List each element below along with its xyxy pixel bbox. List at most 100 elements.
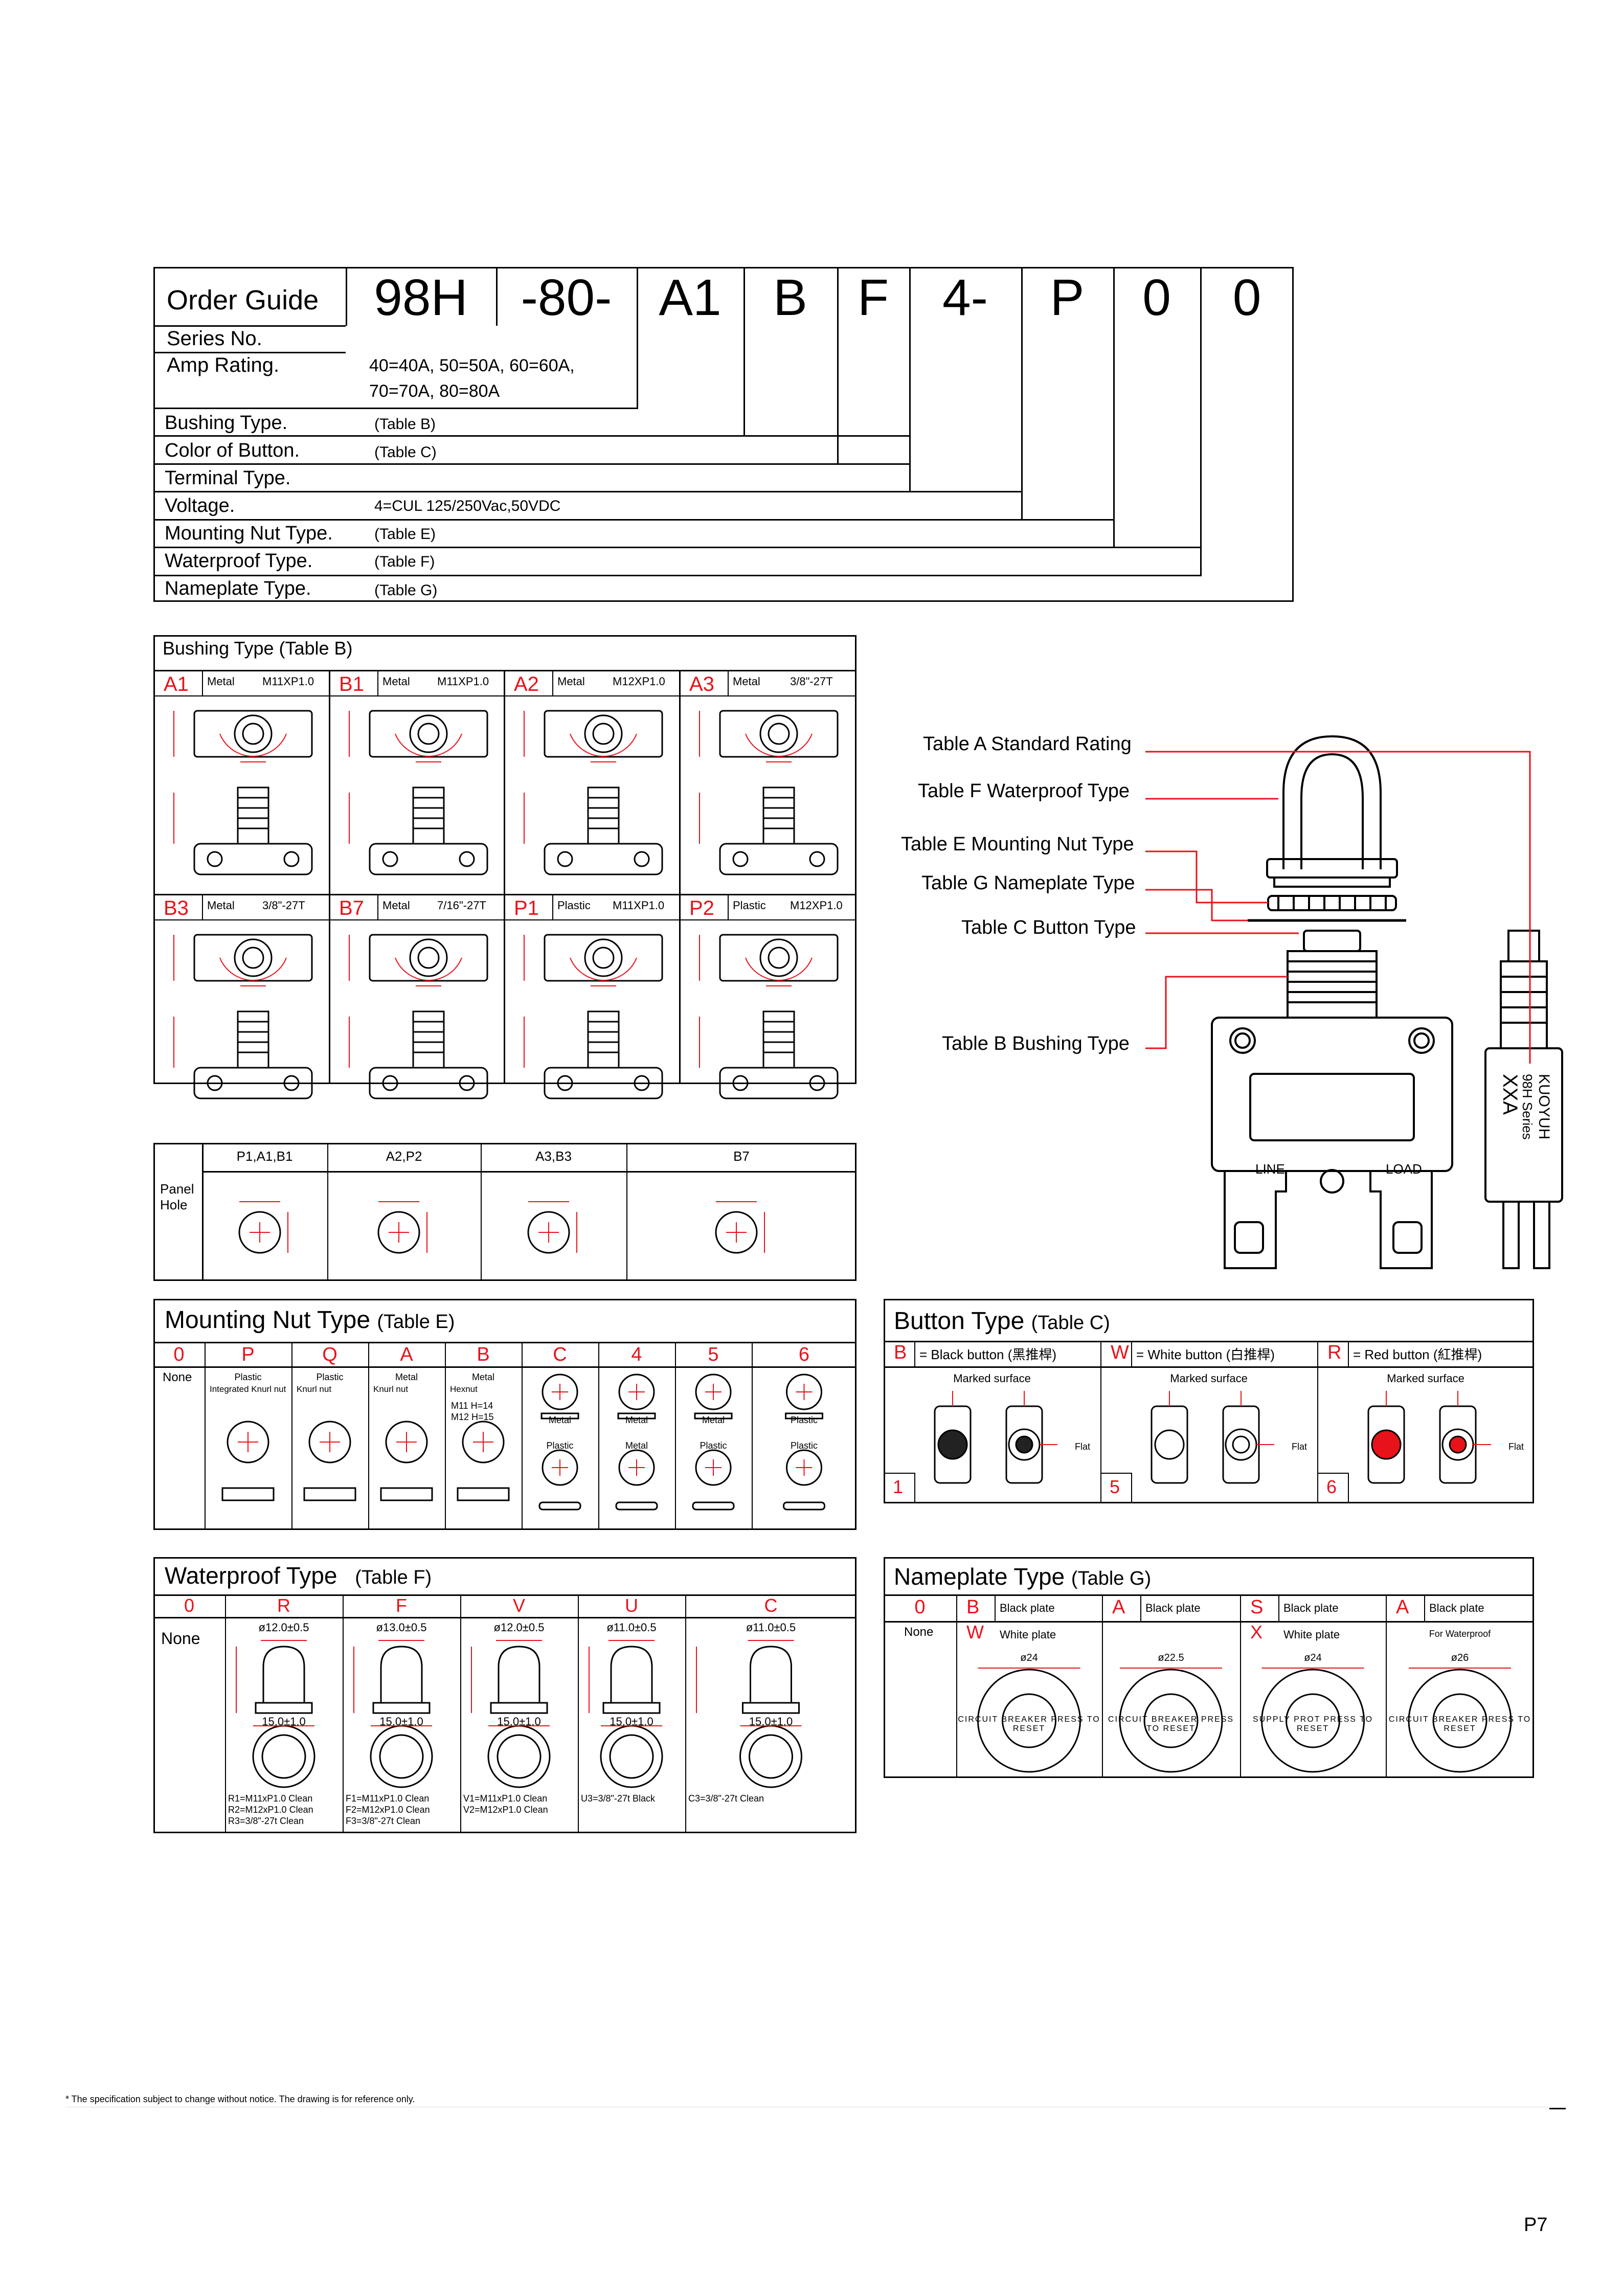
button-marked-surface: Marked surface	[1170, 1372, 1248, 1385]
rule	[685, 1594, 686, 1833]
rule	[205, 1342, 206, 1530]
nut-subdesc: Knurl nut	[297, 1384, 332, 1394]
nut-code: P	[241, 1344, 255, 1365]
rule	[329, 695, 504, 696]
rule	[1140, 1594, 1141, 1621]
rule	[327, 1143, 328, 1281]
rule	[598, 1342, 599, 1530]
nameplate-label2: White plate	[1283, 1628, 1340, 1641]
waterproof-note: F1=M11xP1.0 Clean	[346, 1793, 430, 1804]
bushing-drawing	[699, 934, 839, 1099]
nut-drawing	[457, 1421, 510, 1501]
rule	[225, 1594, 226, 1833]
row-waterproof-value: (Table F)	[374, 553, 435, 570]
code-cell: 4-	[942, 269, 988, 326]
nameplate-dim: ø22.5	[1158, 1652, 1184, 1663]
rule	[1100, 1473, 1131, 1474]
nameplate-text: CIRCUIT BREAKER PRESS TO RESET	[1388, 1715, 1531, 1733]
nameplate-label2: White plate	[1000, 1628, 1056, 1641]
rule	[728, 670, 729, 696]
nut-combo-drawing	[615, 1374, 658, 1511]
callout-button: Table C Button Type	[961, 917, 1136, 938]
rule	[1131, 1341, 1132, 1366]
bushing-thread: M12XP1.0	[613, 675, 665, 688]
rule	[1113, 267, 1115, 326]
rule	[1200, 267, 1202, 326]
row-amp-value: 40=40A, 50=50A, 60=60A,	[369, 356, 575, 375]
waterproof-note: R1=M11xP1.0 Clean	[228, 1793, 313, 1804]
panel-hole-drawing	[238, 1201, 288, 1254]
rule	[329, 919, 504, 920]
rule	[914, 1341, 915, 1366]
rule	[445, 1342, 446, 1530]
nameplate-code: A	[1396, 1596, 1409, 1618]
panel-hole-column: A3,B3	[535, 1149, 572, 1164]
bushing-thread: M11XP1.0	[613, 899, 665, 912]
panel-hole-column: A2,P2	[386, 1149, 422, 1164]
bushing-drawing	[524, 710, 663, 875]
nut-code: 4	[631, 1344, 642, 1365]
rule	[460, 1594, 461, 1833]
rule	[504, 919, 679, 920]
nameplate-text: CIRCUIT BREAKER PRESS TO RESET	[958, 1715, 1100, 1733]
waterproof-note: F3=3/8"-27t Clean	[346, 1816, 420, 1826]
bushing-thread: M11XP1.0	[262, 675, 314, 688]
panel-hole-label: Panel Hole	[160, 1181, 194, 1213]
nameplate-label: Black plate	[1000, 1602, 1055, 1614]
nameplate-dim: ø26	[1451, 1652, 1469, 1663]
mounting-nut-frame	[153, 1299, 856, 1530]
button-label: = Red button (紅推桿)	[1353, 1347, 1482, 1362]
bushing-thread: 3/8"-27T	[262, 899, 305, 912]
code-cell: 98H	[374, 269, 468, 326]
row-waterproof-label: Waterproof Type.	[165, 550, 313, 572]
bushing-code: B3	[164, 897, 189, 919]
button-marked-surface: Marked surface	[953, 1372, 1031, 1385]
rule	[675, 1342, 676, 1530]
waterproof-dim-top: ø12.0±0.5	[258, 1621, 309, 1634]
bushing-drawing	[173, 934, 313, 1099]
waterproof-note: U3=3/8"-27t Black	[581, 1793, 655, 1804]
nut-drawing	[380, 1421, 433, 1501]
rule	[914, 1473, 915, 1503]
nut-combo-label: Plastic	[700, 1440, 727, 1451]
brand-label: KUOYUH	[1536, 1074, 1552, 1139]
waterproof-none: None	[161, 1629, 200, 1648]
rule	[496, 267, 498, 326]
code-cell: 0	[1232, 269, 1261, 326]
waterproof-drawing	[696, 1640, 802, 1788]
rule	[504, 670, 505, 1084]
bushing-drawing	[699, 710, 839, 875]
nameplate-code: S	[1250, 1596, 1264, 1618]
rule	[504, 695, 679, 696]
code-cell: B	[773, 269, 807, 326]
rule	[679, 695, 856, 696]
rule	[377, 670, 378, 696]
nut-hex-note: M12 H=15	[451, 1412, 494, 1422]
button-label: = White button (白推桿)	[1136, 1347, 1275, 1362]
rule	[202, 894, 203, 920]
bushing-drawing	[524, 934, 663, 1099]
rule	[552, 670, 553, 696]
rule	[552, 894, 553, 920]
nameplate-code2: X	[1250, 1622, 1263, 1642]
panel-hole-drawing	[377, 1201, 427, 1254]
rule	[752, 1342, 753, 1530]
nut-desc: Metal	[395, 1372, 418, 1382]
bushing-material: Metal	[733, 675, 760, 688]
waterproof-dim-bottom: 15.0±1.0	[497, 1715, 541, 1728]
rule	[343, 1594, 344, 1833]
nut-code: Q	[322, 1344, 337, 1365]
waterproof-dim-bottom: 15.0±1.0	[749, 1715, 793, 1728]
panel-hole-frame	[153, 1143, 856, 1281]
nut-code: 0	[173, 1344, 185, 1365]
bushing-thread: 3/8"-27T	[790, 675, 833, 688]
nut-combo-drawing	[783, 1374, 825, 1511]
rule	[1278, 1594, 1279, 1621]
rule	[578, 1594, 579, 1833]
rule	[909, 267, 911, 326]
rule	[153, 695, 329, 696]
rule	[884, 1473, 914, 1474]
waterproof-dim-bottom: 15.0±1.0	[262, 1715, 306, 1728]
code-cell: 0	[1142, 269, 1171, 326]
rule	[1021, 267, 1023, 326]
